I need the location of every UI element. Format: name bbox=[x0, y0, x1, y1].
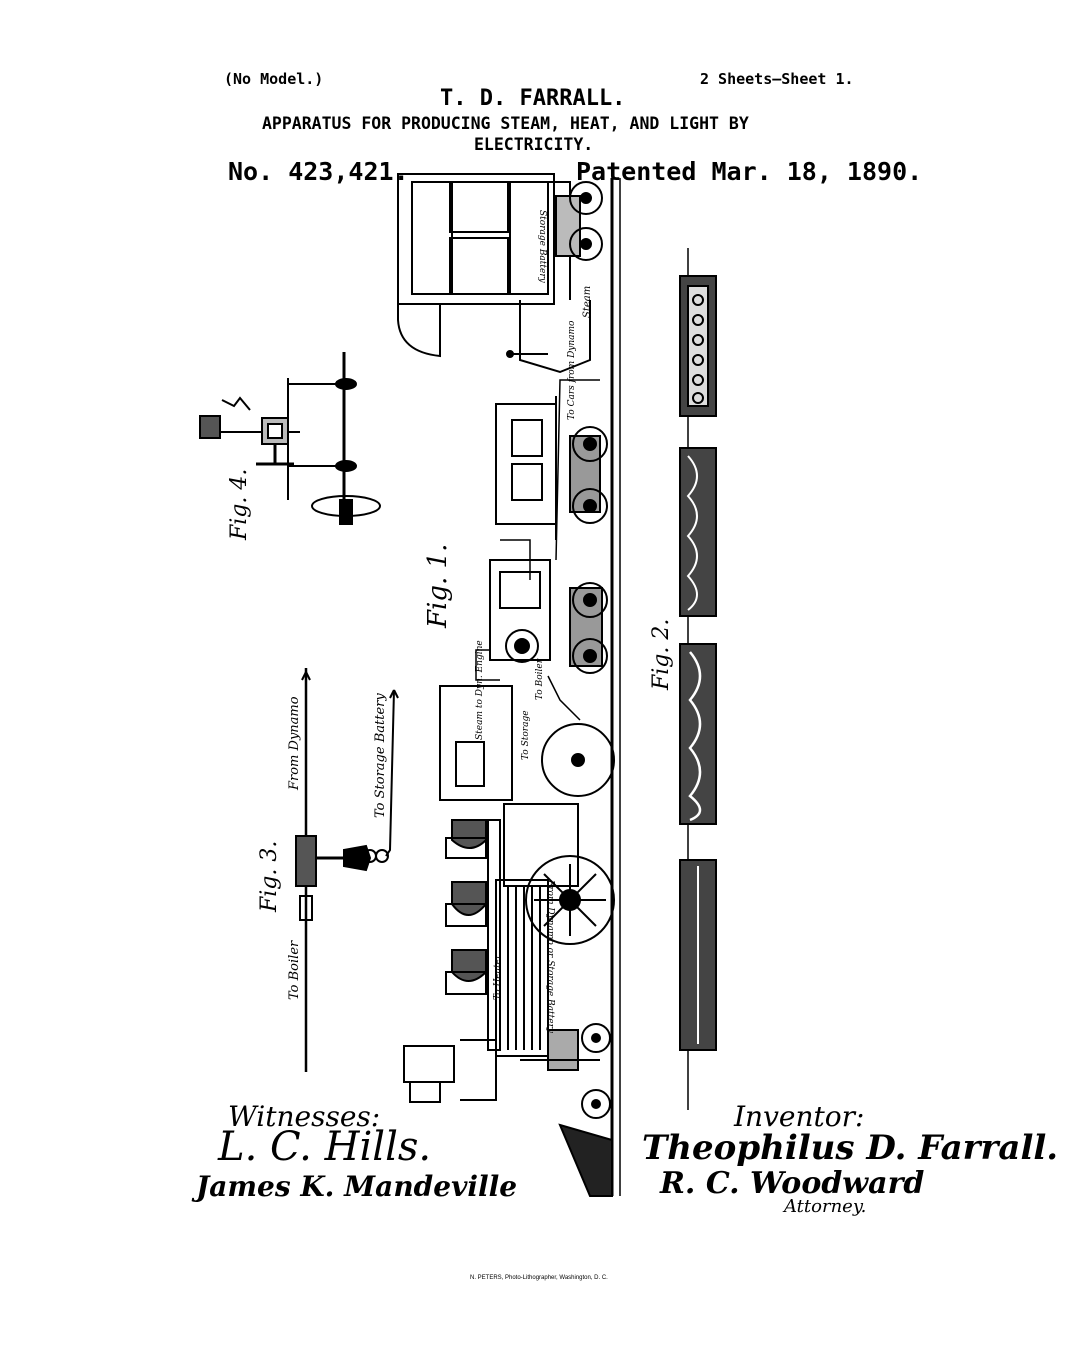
driving-wheel-2 bbox=[525, 855, 615, 945]
fig1-caption: Fig. 1. bbox=[423, 544, 453, 629]
inventor-label: Inventor: bbox=[734, 1100, 865, 1133]
boiler-body bbox=[495, 879, 549, 1057]
engine-cab bbox=[439, 685, 513, 801]
car-wheel-truck bbox=[555, 195, 581, 257]
fig3-lever bbox=[343, 844, 372, 872]
fig4-wheel-dynamo bbox=[199, 352, 381, 525]
fig1-locomotive bbox=[397, 173, 621, 1197]
label-from-dynamo-battery: From Dynamo or Storage Battery bbox=[545, 879, 555, 1034]
label-storage-battery: Storage Battery bbox=[537, 210, 547, 284]
conductor-section-2 bbox=[679, 447, 717, 617]
driving-wheel-1 bbox=[541, 723, 615, 797]
fig3-from-dynamo: From Dynamo bbox=[287, 696, 302, 791]
attorney-label: Attorney. bbox=[784, 1196, 867, 1217]
fig4-caption: Fig. 4. bbox=[227, 469, 252, 541]
label-to-boiler: To Boiler bbox=[535, 658, 545, 700]
sand-dome bbox=[451, 881, 487, 916]
fig3-to-boiler: To Boiler bbox=[287, 940, 302, 1000]
patent-number: No. 423,421. bbox=[228, 157, 409, 186]
sheet-count: 2 Sheets—Sheet 1. bbox=[700, 70, 854, 88]
fig3-caption: Fig. 3. bbox=[257, 841, 282, 913]
smoke-stack bbox=[403, 1045, 455, 1083]
label-steam-dyn-engine: Steam to Dyn. Engine bbox=[475, 640, 485, 740]
tender-wheel bbox=[572, 426, 608, 462]
fig2-conductor bbox=[679, 248, 717, 1110]
fig3-switch bbox=[295, 668, 399, 1072]
fig4-dynamo bbox=[199, 415, 221, 439]
storage-battery-box bbox=[503, 803, 579, 887]
patent-date: Patented Mar. 18, 1890. bbox=[576, 157, 923, 186]
witness-1-signature: L. C. Hills. bbox=[218, 1124, 432, 1170]
fig3-to-storage-battery: To Storage Battery bbox=[373, 693, 388, 818]
label-to-cars: To Cars from Dynamo bbox=[567, 320, 577, 420]
patent-title-line1: APPARATUS FOR PRODUCING STEAM, HEAT, AND… bbox=[262, 114, 749, 133]
passenger-car bbox=[397, 173, 555, 305]
dynamo-engine bbox=[505, 629, 539, 663]
attorney-signature: R. C. Woodward bbox=[660, 1166, 925, 1201]
lithographer-credit: N. PETERS, Photo-Lithographer, Washingto… bbox=[470, 1275, 608, 1281]
witness-2-signature: James K. Mandeville bbox=[196, 1170, 518, 1203]
inventor-heading: T. D. FARRALL. bbox=[440, 86, 626, 111]
inventor-signature: Theophilus D. Farrall. bbox=[642, 1128, 1059, 1168]
label-to-heater: To Heater bbox=[493, 954, 503, 1000]
patent-title-line2: ELECTRICITY. bbox=[474, 135, 594, 154]
model-note: (No Model.) bbox=[224, 70, 324, 88]
steam-dome bbox=[451, 819, 487, 849]
label-steam: Steam bbox=[582, 286, 593, 318]
fig2-caption: Fig. 2. bbox=[649, 619, 674, 691]
witnesses-label: Witnesses: bbox=[228, 1100, 381, 1133]
label-to-storage: To Storage bbox=[521, 710, 531, 760]
